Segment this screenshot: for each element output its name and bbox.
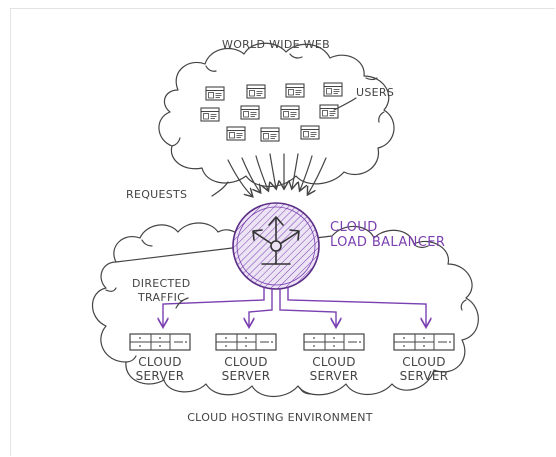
user-browser-icon — [226, 126, 246, 141]
server-label-line2: SERVER — [136, 369, 185, 383]
user-browser-icon — [280, 105, 300, 120]
directed-label-line1: DIRECTED — [132, 277, 191, 290]
cloud-curl — [171, 137, 181, 147]
balancer-label-line2: LOAD BALANCER — [330, 235, 445, 250]
cloud-curl — [105, 287, 117, 292]
user-browser-icon — [260, 127, 280, 142]
balancer-label-line1: CLOUD — [330, 220, 378, 235]
users-group — [200, 82, 343, 142]
directed-label-line2: TRAFFIC — [137, 291, 185, 304]
directed-traffic-lines — [163, 287, 426, 326]
cloud-curl — [460, 299, 467, 311]
cloud-curl — [415, 245, 429, 249]
traffic-pointer — [175, 297, 189, 309]
load-balancer-icon — [232, 202, 320, 290]
diagram-frame — [10, 8, 555, 456]
cloud-curl — [289, 53, 303, 59]
user-browser-icon — [285, 83, 305, 98]
server-label-line2: SERVER — [222, 369, 271, 383]
requests-pointer — [211, 181, 229, 197]
user-browser-icon — [240, 105, 260, 120]
requests-label: REQUESTS — [126, 188, 187, 201]
server-label-line1: CLOUD — [138, 355, 182, 369]
cloud-curl — [205, 65, 217, 72]
server-rack-icon — [303, 333, 365, 351]
user-browser-icon — [200, 107, 220, 122]
world-wide-web-label: WORLD WIDE WEB — [222, 38, 330, 51]
cloud-curl — [299, 387, 311, 395]
cloud-curl — [141, 239, 153, 247]
server-label-line2: SERVER — [400, 369, 449, 383]
request-arrows — [227, 153, 327, 196]
server-rack-icon — [129, 333, 191, 351]
user-browser-icon — [319, 104, 339, 119]
user-browser-icon — [323, 82, 343, 97]
server-label-line1: CLOUD — [402, 355, 446, 369]
server-label-line2: SERVER — [310, 369, 359, 383]
server-label-line1: CLOUD — [312, 355, 356, 369]
users-label: USERS — [356, 86, 394, 99]
hosting-environment-label: CLOUD HOSTING ENVIRONMENT — [187, 411, 373, 424]
hosting-cloud — [92, 222, 479, 398]
servers-group: CLOUDSERVERCLOUDSERVERCLOUDSERVERCLOUDSE… — [129, 333, 455, 383]
cloud-curl — [125, 355, 137, 363]
cloud-curl — [378, 111, 385, 123]
cloud-curl — [365, 77, 378, 81]
user-browser-icon — [205, 86, 225, 101]
server-rack-icon — [393, 333, 455, 351]
users-pointer — [333, 97, 357, 111]
server-label-line1: CLOUD — [224, 355, 268, 369]
user-browser-icon — [246, 84, 266, 99]
server-rack-icon — [215, 333, 277, 351]
user-browser-icon — [300, 125, 320, 140]
internet-cloud — [158, 42, 395, 188]
